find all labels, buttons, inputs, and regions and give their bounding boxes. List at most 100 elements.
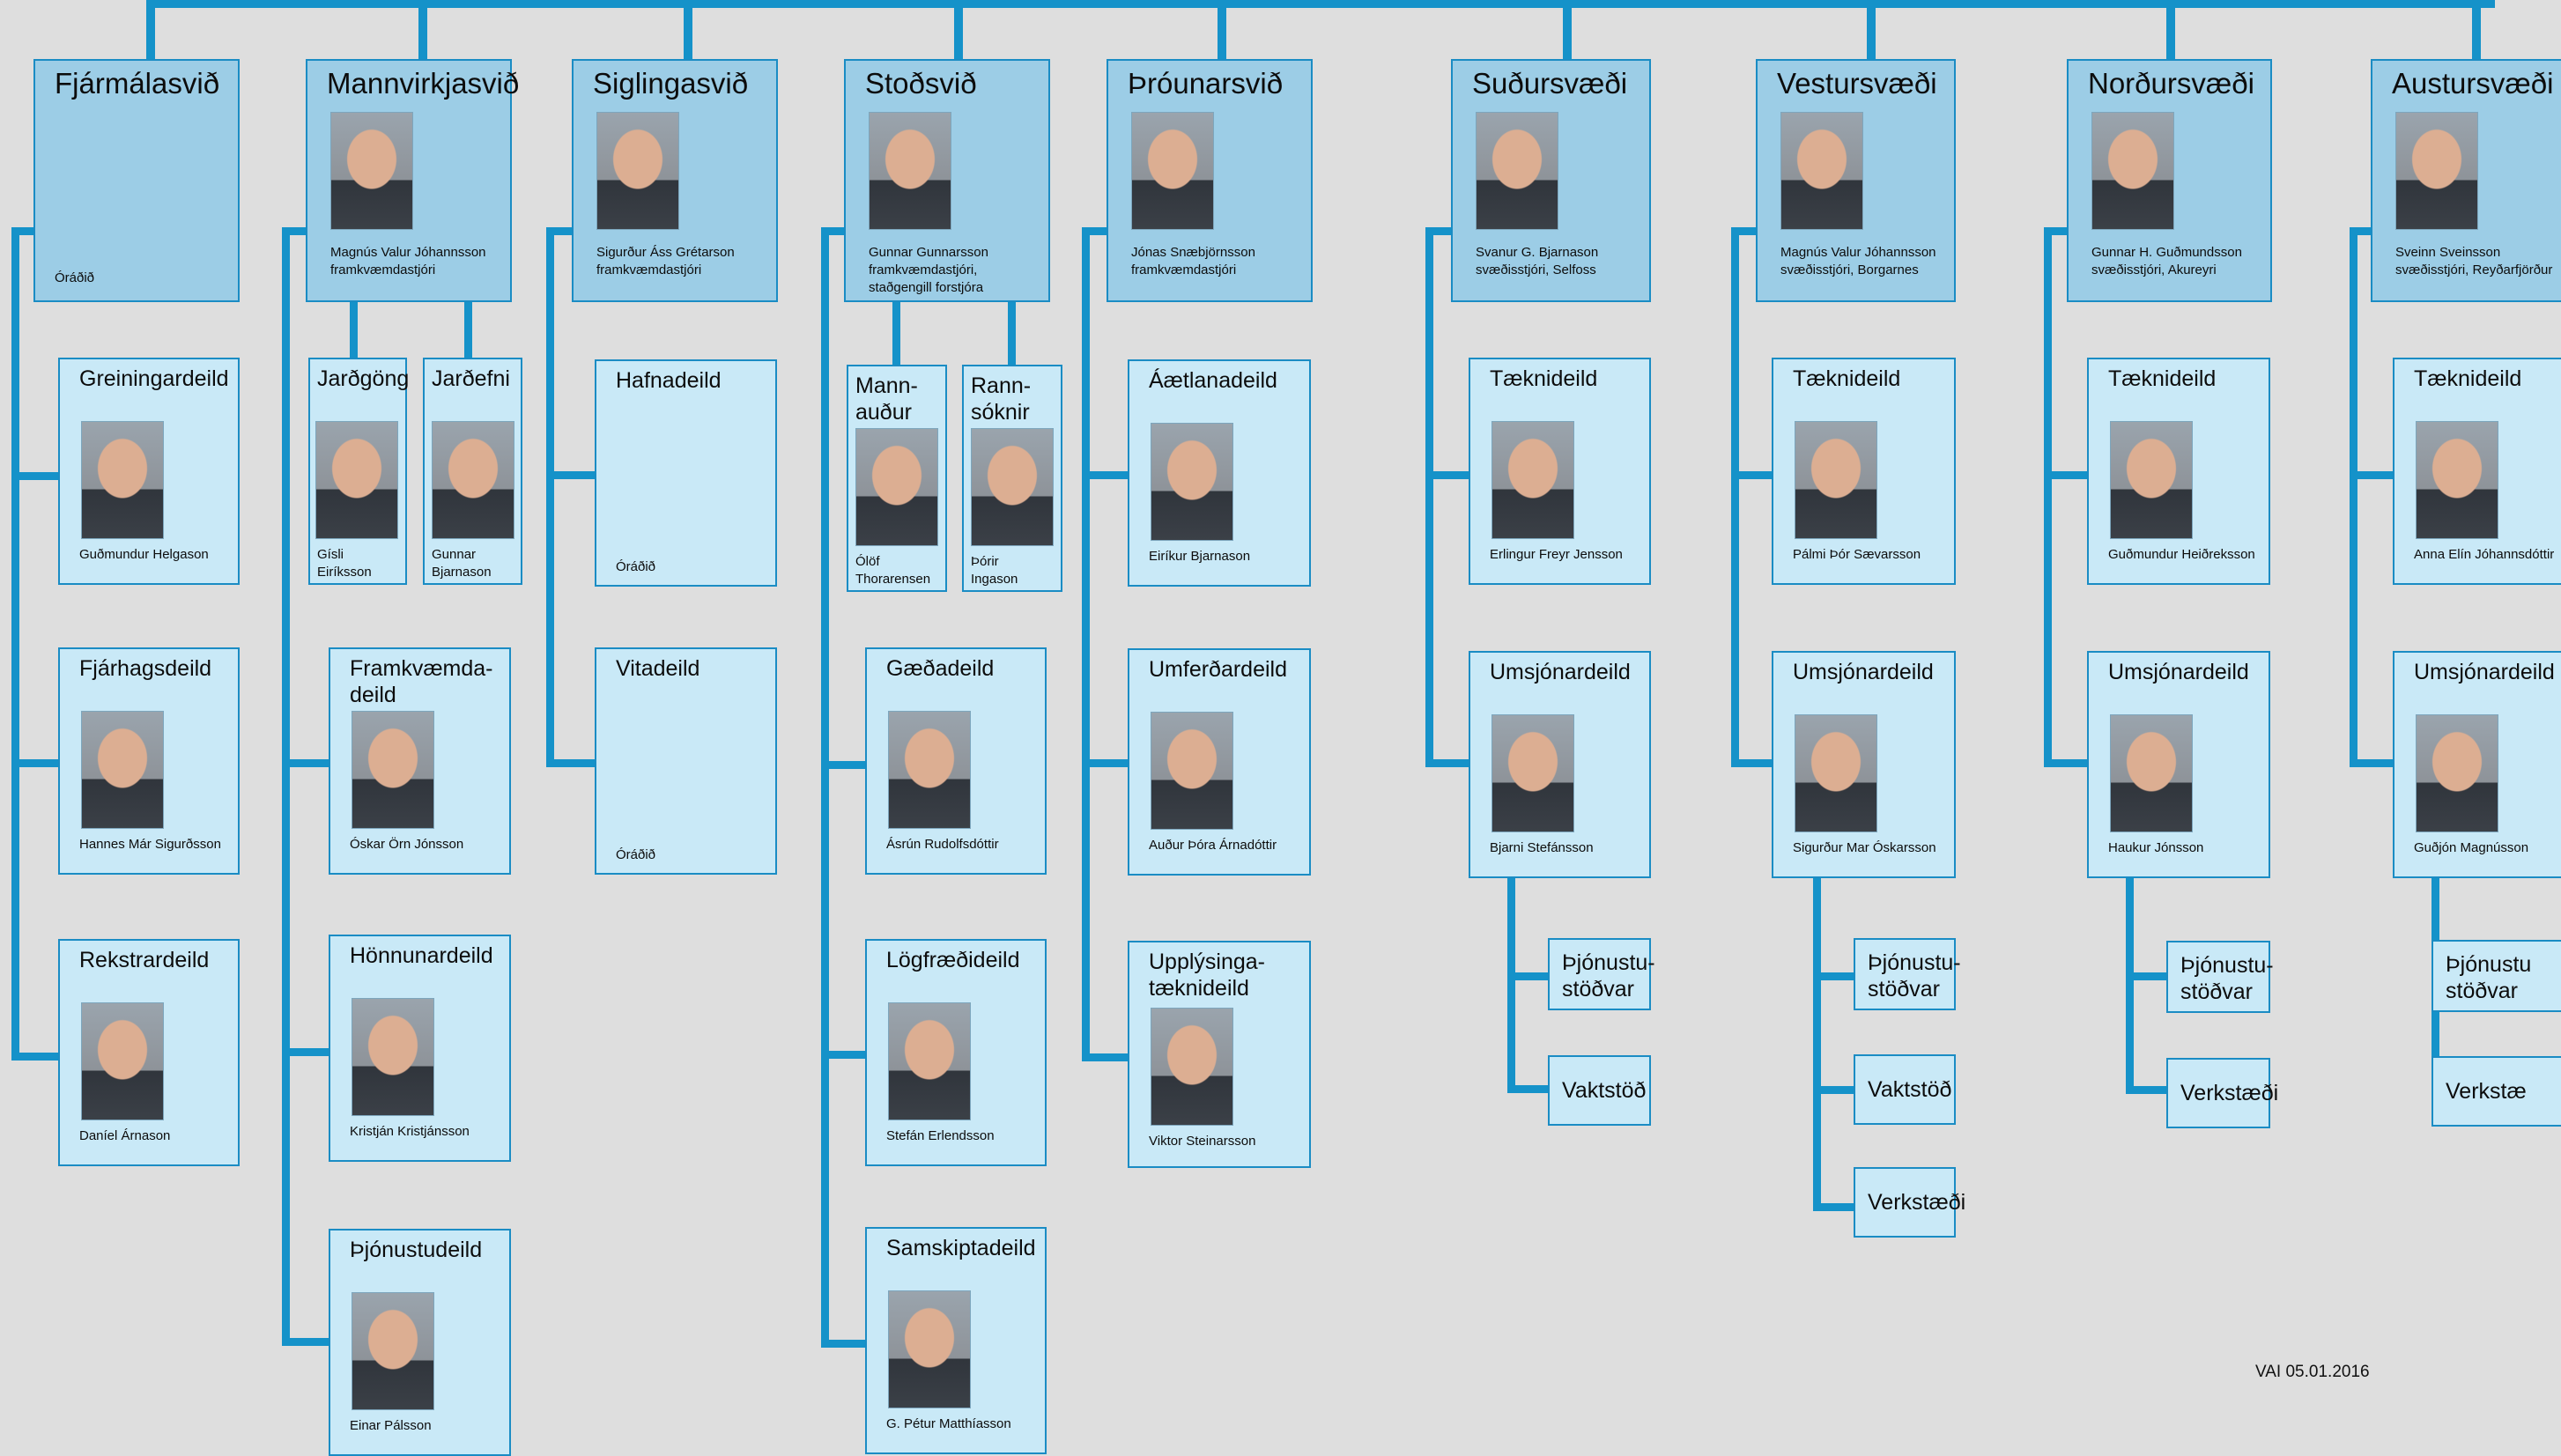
caption-line: Haukur Jónsson [2108,840,2204,855]
connector-line [546,227,554,766]
title-line: Gæðadeild [886,656,995,681]
title-line: deild [350,682,396,707]
title-line: Vaktstöð [1562,1078,1647,1103]
person-caption: G. Pétur Matthíasson [886,1415,1011,1433]
caption-line: Bjarnason [432,564,492,580]
person-photo [2416,714,2498,832]
connector-line [1082,227,1090,1061]
caption-line: Óráðið [55,270,95,285]
person-photo [432,421,514,539]
title-line: Umferðardeild [1149,657,1288,682]
department-title: Upplýsinga-tæknideild [1149,950,1265,1001]
title-line: Umsjónardeild [2108,660,2249,684]
caption-line: G. Pétur Matthíasson [886,1416,1011,1431]
department-title: Áætlanadeild [1149,368,1277,395]
title-line: Jarðefni [432,366,510,391]
department-title: Þjónustu-stöðvar [1868,950,1961,1002]
person-photo [2395,112,2478,230]
caption-line: Óráðið [616,559,656,574]
caption-line: svæðisstjóri, Borgarnes [1780,262,1919,277]
department-title: Gæðadeild [886,656,994,683]
caption-line: Eiríksson [317,564,372,580]
department-title: Tæknideild [1490,366,1597,393]
person-photo [81,711,164,829]
connector-line [1813,1086,1854,1094]
connector-line [11,472,58,480]
connector-line [2044,227,2052,766]
person-caption: Magnús Valur Jóhannsson svæðisstjóri, Bor… [1780,244,1936,279]
caption-line: Hannes Már Sigurðsson [79,837,221,852]
person-caption: Kristján Kristjánsson [350,1123,470,1141]
caption-line: Svanur G. Bjarnason [1476,245,1599,260]
title-line: Tæknideild [1793,366,1901,391]
connector-line [821,1340,865,1348]
person-photo [1476,112,1558,230]
caption-line: framkvæmdastjóri, [869,262,978,277]
caption-line: Magnús Valur Jóhannsson [330,245,486,260]
connector-line [11,227,33,235]
department-title: Tæknideild [2108,366,2216,393]
person-photo [2416,421,2498,539]
department-title: Umsjónardeild [1490,660,1631,686]
person-photo [1780,112,1863,230]
connector-line [282,227,290,1346]
caption-line: Magnús Valur Jóhannsson [1780,245,1936,260]
person-photo [1151,712,1233,830]
person-photo [869,112,951,230]
division-title: Fjármálasvið [55,67,220,100]
connector-line [350,302,358,358]
person-caption: Óráðið [616,846,655,864]
person-caption: Daníel Árnason [79,1127,170,1145]
connector-line [1867,0,1876,63]
caption-line: Óskar Örn Jónsson [350,837,464,852]
person-photo [2110,421,2193,539]
title-line: stöðvar [2446,978,2518,1003]
connector-line [2350,227,2371,235]
caption-line: Viktor Steinarsson [1149,1134,1256,1149]
department-title: Vaktstöð [1868,1077,1951,1104]
connector-line [546,759,595,767]
caption-line: Bjarni Stefánsson [1490,840,1594,855]
person-caption: Haukur Jónsson [2108,839,2203,857]
department-title: Jarðefni [432,366,510,393]
person-photo [1151,423,1233,541]
department-title: Verkstæ [2446,1079,2527,1105]
connector-line [282,759,329,767]
person-photo [81,421,164,539]
caption-line: Daníel Árnason [79,1128,171,1143]
division-title: Vestursvæði [1777,67,1937,100]
department-vestur-verkstaedi: Verkstæði [1854,1167,1965,1238]
person-photo [1151,1008,1233,1126]
person-caption: Óráðið [616,558,655,576]
division-title: Siglingasvið [593,67,749,100]
connector-line [1731,471,1772,479]
connector-line [2166,0,2175,63]
person-photo [1491,714,1574,832]
title-line: stöðvar [2180,979,2253,1004]
person-caption: Viktor Steinarsson [1149,1133,1255,1150]
person-caption: Guðmundur Helgason [79,546,209,564]
connector-line [2126,878,2134,1094]
title-line: Þjónustu- [1868,950,1961,975]
department-title: Samskiptadeild [886,1236,1036,1262]
department-sudur-vaktstod: Vaktstöð [1548,1055,1651,1126]
connector-line [282,1048,329,1056]
connector-line [146,0,155,63]
title-line: tæknideild [1149,975,1249,1001]
person-caption: Hannes Már Sigurðsson [79,836,221,854]
connector-line [282,227,306,235]
caption-line: Sveinn Sveinsson [2395,245,2501,260]
person-photo [888,1002,971,1120]
person-caption: Erlingur Freyr Jensson [1490,546,1623,564]
connector-line [1507,972,1548,980]
